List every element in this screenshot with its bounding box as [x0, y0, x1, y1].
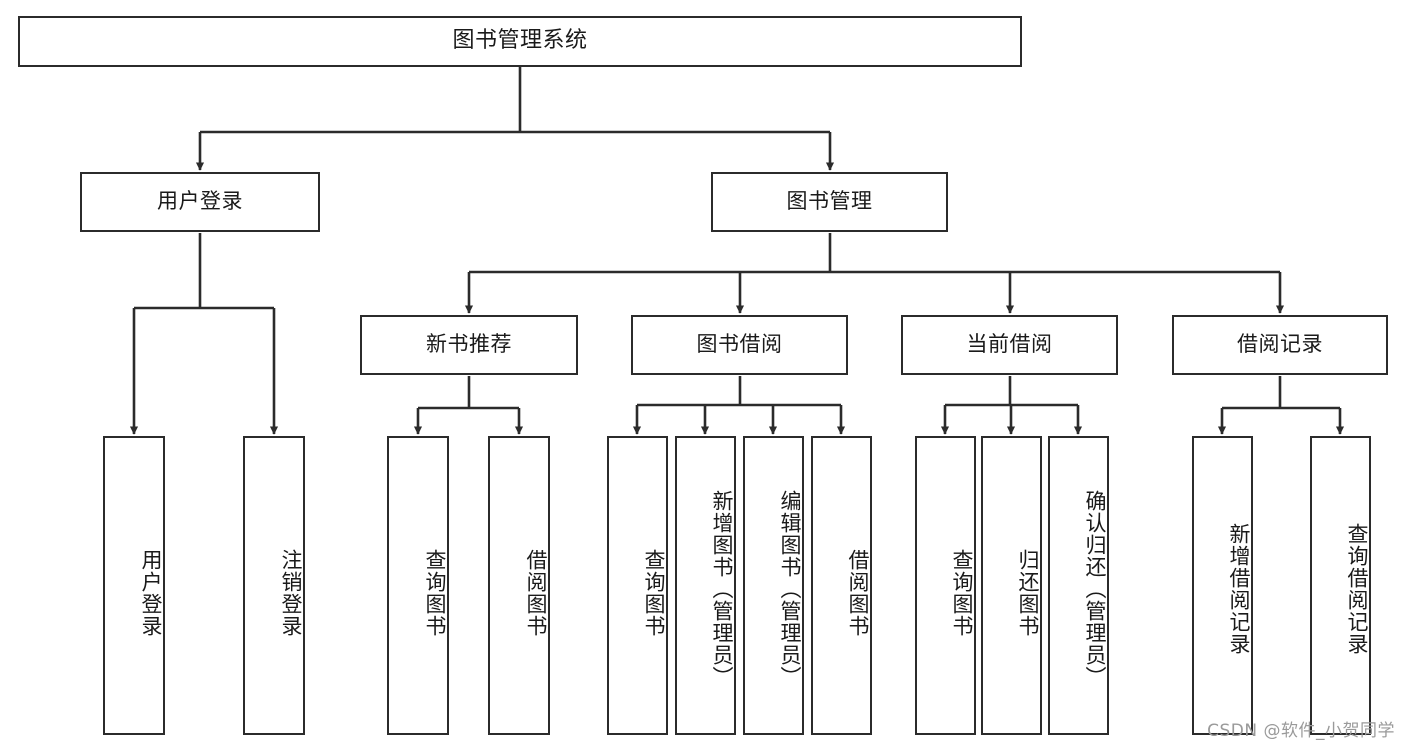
leaf-book-borrow-add-label: 新增图书（管理员）	[710, 489, 734, 688]
node-user-login[interactable]: 用户登录	[80, 172, 320, 232]
leaf-book-borrow-edit[interactable]: 编辑图书（管理员）	[743, 436, 804, 735]
node-current-borrow-label: 当前借阅	[966, 332, 1053, 357]
node-borrow-record[interactable]: 借阅记录	[1172, 315, 1388, 375]
leaf-new-book-borrow-label: 借阅图书	[524, 548, 548, 637]
leaf-user-login-logout[interactable]: 注销登录	[243, 436, 305, 735]
leaf-current-borrow-query[interactable]: 查询图书	[915, 436, 976, 735]
node-user-login-label: 用户登录	[157, 189, 243, 214]
leaf-book-borrow-borrow[interactable]: 借阅图书	[811, 436, 872, 735]
leaf-user-login-logout-label: 注销登录	[279, 548, 303, 637]
leaf-book-borrow-borrow-label: 借阅图书	[846, 548, 870, 637]
leaf-current-borrow-return[interactable]: 归还图书	[981, 436, 1042, 735]
node-book-borrow-label: 图书借阅	[696, 332, 783, 357]
leaf-current-borrow-query-label: 查询图书	[950, 548, 974, 637]
leaf-book-borrow-edit-label: 编辑图书（管理员）	[778, 489, 802, 688]
leaf-book-borrow-query-label: 查询图书	[642, 548, 666, 637]
node-book-manage-label: 图书管理	[786, 189, 873, 214]
node-root-system-label: 图书管理系统	[452, 28, 588, 54]
leaf-borrow-record-add[interactable]: 新增借阅记录	[1192, 436, 1253, 735]
leaf-current-borrow-return-label: 归还图书	[1016, 548, 1040, 637]
leaf-book-borrow-query[interactable]: 查询图书	[607, 436, 668, 735]
leaf-current-borrow-confirm-return[interactable]: 确认归还（管理员）	[1048, 436, 1109, 735]
leaf-user-login-login-label: 用户登录	[139, 548, 163, 637]
node-current-borrow[interactable]: 当前借阅	[901, 315, 1118, 375]
leaf-borrow-record-query[interactable]: 查询借阅记录	[1310, 436, 1371, 735]
leaf-new-book-query[interactable]: 查询图书	[387, 436, 449, 735]
csdn-watermark: CSDN @软件_小贺同学	[1207, 721, 1395, 741]
node-borrow-record-label: 借阅记录	[1237, 332, 1323, 357]
leaf-borrow-record-query-label: 查询借阅记录	[1345, 522, 1369, 655]
leaf-new-book-query-label: 查询图书	[423, 548, 447, 637]
node-book-manage[interactable]: 图书管理	[711, 172, 948, 232]
node-new-book-recommend[interactable]: 新书推荐	[360, 315, 578, 375]
node-book-borrow[interactable]: 图书借阅	[631, 315, 848, 375]
leaf-book-borrow-add[interactable]: 新增图书（管理员）	[675, 436, 736, 735]
leaf-new-book-borrow[interactable]: 借阅图书	[488, 436, 550, 735]
node-root-system[interactable]: 图书管理系统	[18, 16, 1022, 67]
leaf-borrow-record-add-label: 新增借阅记录	[1227, 522, 1251, 655]
leaf-user-login-login[interactable]: 用户登录	[103, 436, 165, 735]
node-new-book-recommend-label: 新书推荐	[426, 332, 512, 357]
leaf-current-borrow-confirm-return-label: 确认归还（管理员）	[1083, 489, 1107, 688]
